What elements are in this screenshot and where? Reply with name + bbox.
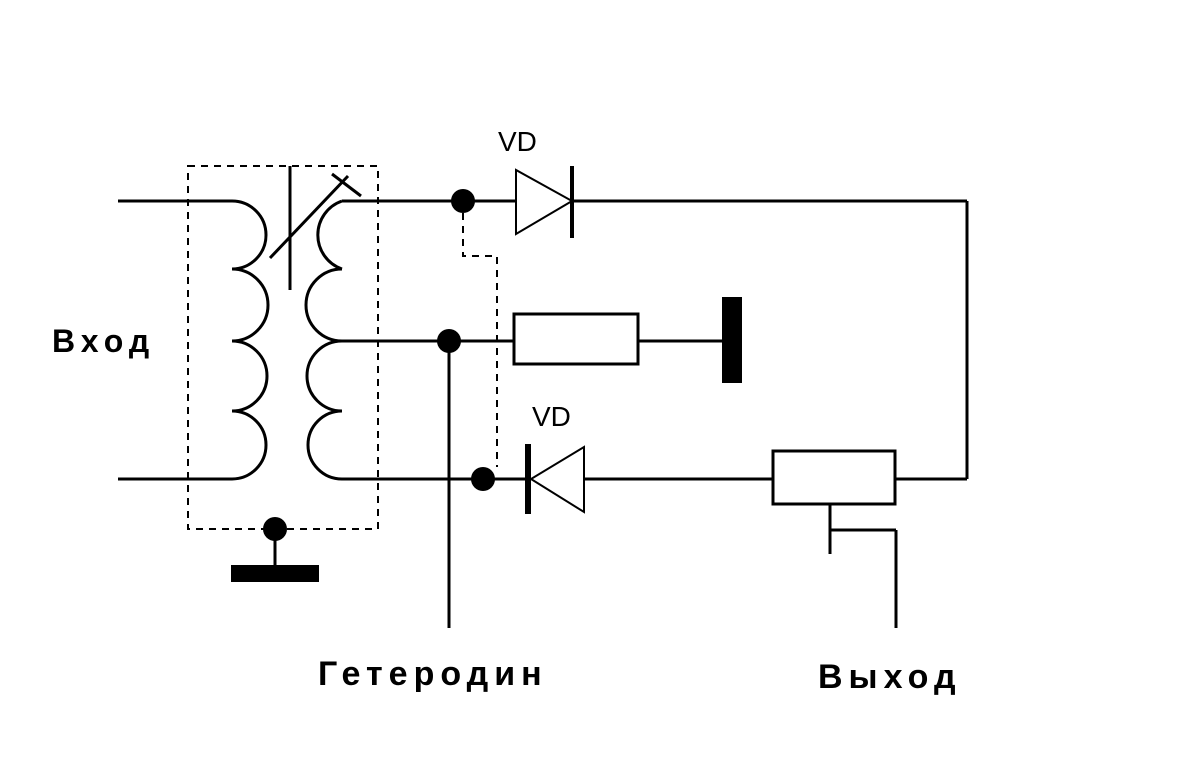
ground-plate-bottom	[231, 565, 319, 582]
tuning-core	[268, 166, 362, 290]
ground-plate-right	[722, 297, 742, 383]
shield-dashed-link	[462, 213, 498, 467]
diode-vd-top	[515, 166, 575, 238]
diode-bottom-label: VD	[532, 401, 571, 432]
diode-top-label: VD	[498, 126, 537, 157]
primary-winding	[118, 199, 270, 481]
resistor-centre	[512, 312, 640, 366]
diode-vd-bottom	[525, 444, 585, 514]
input-label: Вход	[52, 323, 156, 359]
output-leads	[828, 504, 898, 628]
local-oscillator-label: Гетеродин	[318, 655, 548, 693]
output-label: Выход	[818, 658, 962, 696]
secondary-winding	[304, 199, 343, 481]
transformer-shield	[187, 165, 379, 530]
potentiometer	[771, 449, 897, 506]
